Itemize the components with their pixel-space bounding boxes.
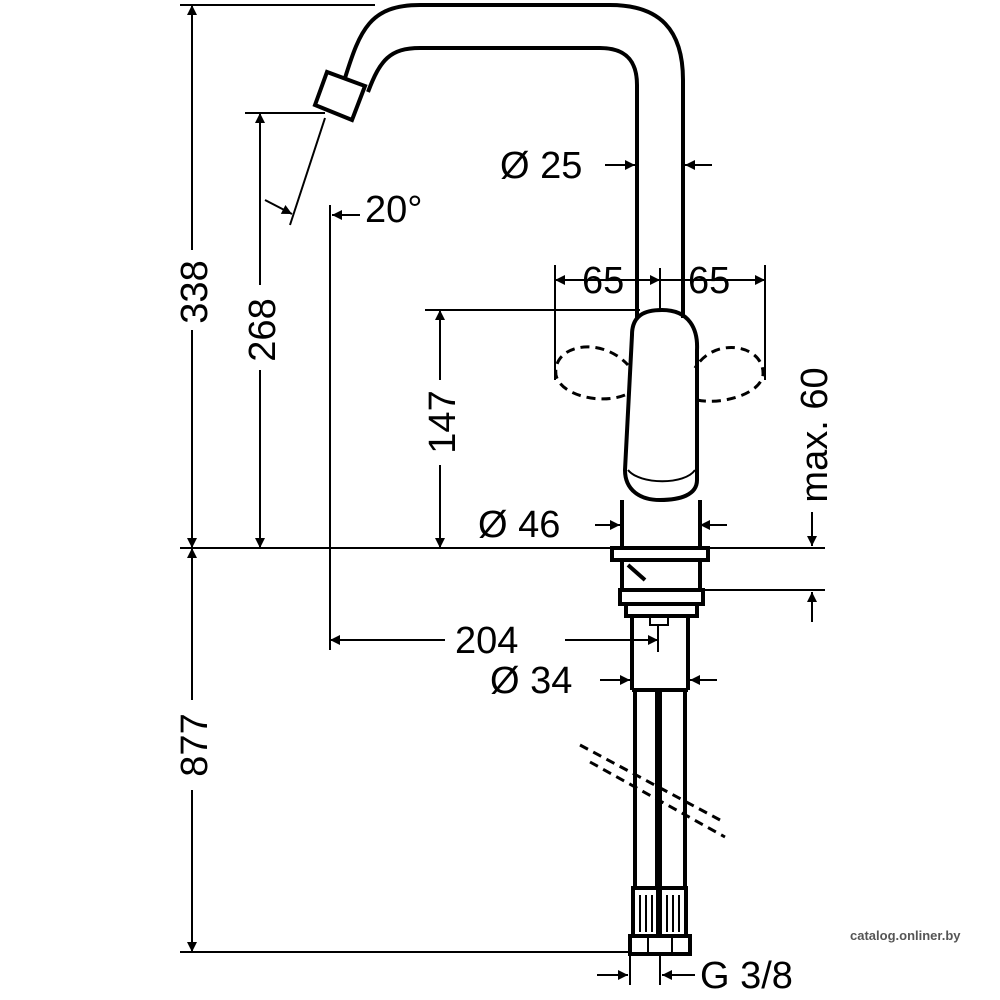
break-lines <box>579 743 726 839</box>
dim-angle: 20° <box>365 189 422 231</box>
mounting-ring <box>618 588 705 606</box>
dim-shank-diameter: Ø 34 <box>490 660 572 702</box>
spout-nozzle <box>312 69 368 123</box>
lever-handle <box>622 307 700 503</box>
dim-max-60: max. 60 <box>794 367 836 502</box>
dim-swing-right: 65 <box>688 260 730 302</box>
lever-left-position <box>554 345 630 401</box>
dim-base-diameter: Ø 46 <box>478 504 560 546</box>
shank <box>630 616 690 692</box>
dimension-lines <box>180 5 825 985</box>
dim-338: 338 <box>174 260 216 323</box>
hose-nut <box>628 934 692 956</box>
dim-spout-diameter: Ø 25 <box>500 145 582 187</box>
watermark: catalog.onliner.by <box>850 928 961 943</box>
dim-connection: G 3/8 <box>700 955 793 997</box>
lever-right-position <box>693 345 765 403</box>
dim-268: 268 <box>242 298 284 361</box>
hoses <box>633 690 687 890</box>
dim-877: 877 <box>174 713 216 776</box>
dim-147: 147 <box>422 390 464 453</box>
dim-swing-left: 65 <box>582 260 624 302</box>
dim-204: 204 <box>455 620 518 662</box>
